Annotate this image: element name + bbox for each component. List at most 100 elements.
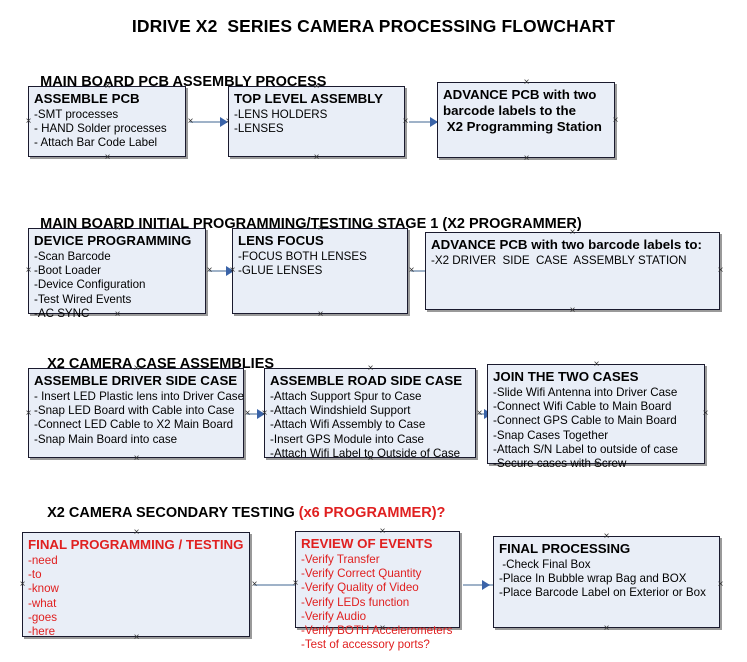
resize-handle-left[interactable] [291, 579, 300, 588]
node-item: -what [28, 596, 57, 610]
node-assemble-driver-side-case[interactable]: ASSEMBLE DRIVER SIDE CASE - Insert LED P… [28, 368, 244, 458]
node-item: -Connect GPS Cable to Main Board [493, 414, 677, 428]
resize-handle-bottom[interactable] [592, 460, 601, 469]
node-item: -Attach Wifi Assembly to Case [270, 418, 426, 432]
node-item: -Scan Barcode [34, 250, 111, 263]
resize-handle-top[interactable] [602, 532, 611, 541]
resize-handle-bottom[interactable] [132, 454, 141, 463]
resize-handle-bottom[interactable] [316, 310, 325, 319]
node-item: -Verify Transfer [301, 553, 380, 566]
node-item: -Connect Wifi Cable to Main Board [493, 400, 672, 414]
node-item: -here [28, 625, 56, 639]
resize-handle-bottom[interactable] [602, 624, 611, 633]
resize-handle-bottom[interactable] [366, 454, 375, 463]
node-item: -Check Final Box [499, 558, 591, 571]
resize-handle-right[interactable] [611, 116, 620, 125]
connector-handle-start[interactable] [407, 266, 416, 275]
node-item-overflow: -Test of accessory ports? [301, 638, 430, 652]
node-item: -Attach Support Spur to Case [270, 390, 422, 403]
resize-handle-bottom[interactable] [103, 153, 112, 162]
resize-handle-top[interactable] [312, 82, 321, 91]
resize-handle-top[interactable] [366, 364, 375, 373]
node-item: -LENSES [234, 122, 284, 136]
resize-handle-left[interactable] [18, 580, 27, 589]
node-title: ASSEMBLE DRIVER SIDE CASE [34, 373, 238, 388]
resize-handle-right[interactable] [701, 409, 710, 418]
connector-line[interactable] [254, 584, 295, 586]
connector-handle-start[interactable] [475, 409, 484, 418]
node-item: -SMT processes [34, 108, 119, 121]
node-item: - HAND Solder processes [34, 122, 167, 136]
resize-handle-bottom[interactable] [312, 153, 321, 162]
resize-handle-bottom[interactable] [113, 310, 122, 319]
node-item: -Test Wired Events [34, 292, 132, 306]
resize-handle-top[interactable] [132, 528, 141, 537]
node-title: FINAL PROCESSING [499, 541, 631, 556]
node-title: DEVICE PROGRAMMING [34, 233, 192, 248]
connector-line[interactable] [209, 270, 233, 272]
node-item: -Place In Bubble wrap Bag and BOX [499, 572, 687, 586]
node-item: -Snap LED Board with Cable into Case [34, 404, 235, 418]
section-heading-text: X2 CAMERA SECONDARY TESTING [47, 505, 299, 521]
node-item: -goes [28, 610, 58, 624]
node-title: ASSEMBLE ROAD SIDE CASE [270, 373, 463, 388]
node-assemble-pcb[interactable]: ASSEMBLE PCB -SMT processes - HAND Solde… [28, 86, 186, 157]
node-final-processing[interactable]: FINAL PROCESSING -Check Final Box -Place… [493, 536, 720, 628]
node-item: -Attach Windshield Support [270, 404, 411, 418]
node-advance-pcb-x2-programming-station[interactable]: ADVANCE PCB with two barcode labels to t… [437, 82, 615, 158]
connector-handle-start[interactable] [186, 117, 195, 126]
connector-handle-start[interactable] [205, 266, 214, 275]
node-title: ADVANCE PCB with two barcode labels to t… [443, 87, 602, 134]
section-heading-accent: (x6 PROGRAMMER)? [298, 505, 446, 521]
connector-arrowhead [430, 117, 438, 127]
node-item: -Secure cases with Screw [493, 457, 627, 471]
resize-handle-top[interactable] [568, 228, 577, 237]
node-title: ASSEMBLE PCB [34, 91, 140, 106]
node-advance-pcb-driver-side-case-assembly[interactable]: ADVANCE PCB with two barcode labels to: … [425, 232, 720, 310]
node-final-programming-testing[interactable]: FINAL PROGRAMMING / TESTING -need -to -k… [22, 532, 250, 639]
node-title: LENS FOCUS [238, 233, 324, 248]
node-item: -Verify Audio [301, 609, 367, 623]
node-lens-focus[interactable]: LENS FOCUS -FOCUS BOTH LENSES -GLUE LENS… [232, 228, 408, 314]
resize-handle-left[interactable] [24, 266, 33, 275]
node-item: -Snap Cases Together [493, 428, 609, 442]
node-item: -GLUE LENSES [238, 264, 323, 278]
node-item: - Insert LED Plastic lens into Driver Ca… [34, 390, 245, 403]
resize-handle-top[interactable] [132, 364, 141, 373]
connector-line[interactable] [190, 121, 226, 123]
connector-handle-start[interactable] [243, 409, 252, 418]
connector-line[interactable] [411, 270, 437, 272]
resize-handle-top[interactable] [113, 224, 122, 233]
node-item: -to [28, 568, 42, 582]
node-device-programming[interactable]: DEVICE PROGRAMMING -Scan Barcode -Boot L… [28, 228, 206, 320]
node-top-level-assembly[interactable]: TOP LEVEL ASSEMBLY -LENS HOLDERS -LENSES [228, 86, 405, 157]
node-title: TOP LEVEL ASSEMBLY [234, 91, 384, 106]
node-item: -Verify BOTH Accelerometers [301, 624, 453, 638]
resize-handle-left[interactable] [24, 409, 33, 418]
node-join-the-two-cases[interactable]: JOIN THE TWO CASES -Slide Wifi Antenna i… [487, 364, 705, 470]
resize-handle-top[interactable] [592, 360, 601, 369]
node-assemble-road-side-case[interactable]: ASSEMBLE ROAD SIDE CASE -Attach Support … [264, 368, 476, 460]
resize-handle-right[interactable] [716, 580, 725, 589]
node-item: -FOCUS BOTH LENSES [238, 250, 367, 263]
resize-handle-top[interactable] [378, 527, 387, 536]
resize-handle-top[interactable] [103, 82, 112, 91]
connector-line[interactable] [463, 584, 493, 586]
resize-handle-top[interactable] [316, 224, 325, 233]
node-item: -Insert GPS Module into Case [270, 432, 425, 446]
node-item: -Slide Wifi Antenna into Driver Case [493, 386, 678, 399]
resize-handle-left[interactable] [260, 409, 269, 418]
resize-handle-bottom[interactable] [132, 633, 141, 642]
node-review-of-events[interactable]: REVIEW OF EVENTS -Verify Transfer -Verif… [295, 531, 460, 651]
section-heading-x2-camera-secondary-testing: X2 CAMERA SECONDARY TESTING (x6 PROGRAMM… [31, 489, 445, 537]
node-item: -Device Configuration [34, 278, 146, 292]
resize-handle-left[interactable] [228, 266, 237, 275]
resize-handle-top[interactable] [522, 78, 531, 87]
connector-line[interactable] [409, 121, 437, 123]
resize-handle-bottom[interactable] [522, 154, 531, 163]
connector-handle-start[interactable] [250, 580, 259, 589]
resize-handle-left[interactable] [24, 117, 33, 126]
resize-handle-right[interactable] [716, 266, 725, 275]
resize-handle-bottom[interactable] [378, 624, 387, 633]
resize-handle-bottom[interactable] [568, 306, 577, 315]
